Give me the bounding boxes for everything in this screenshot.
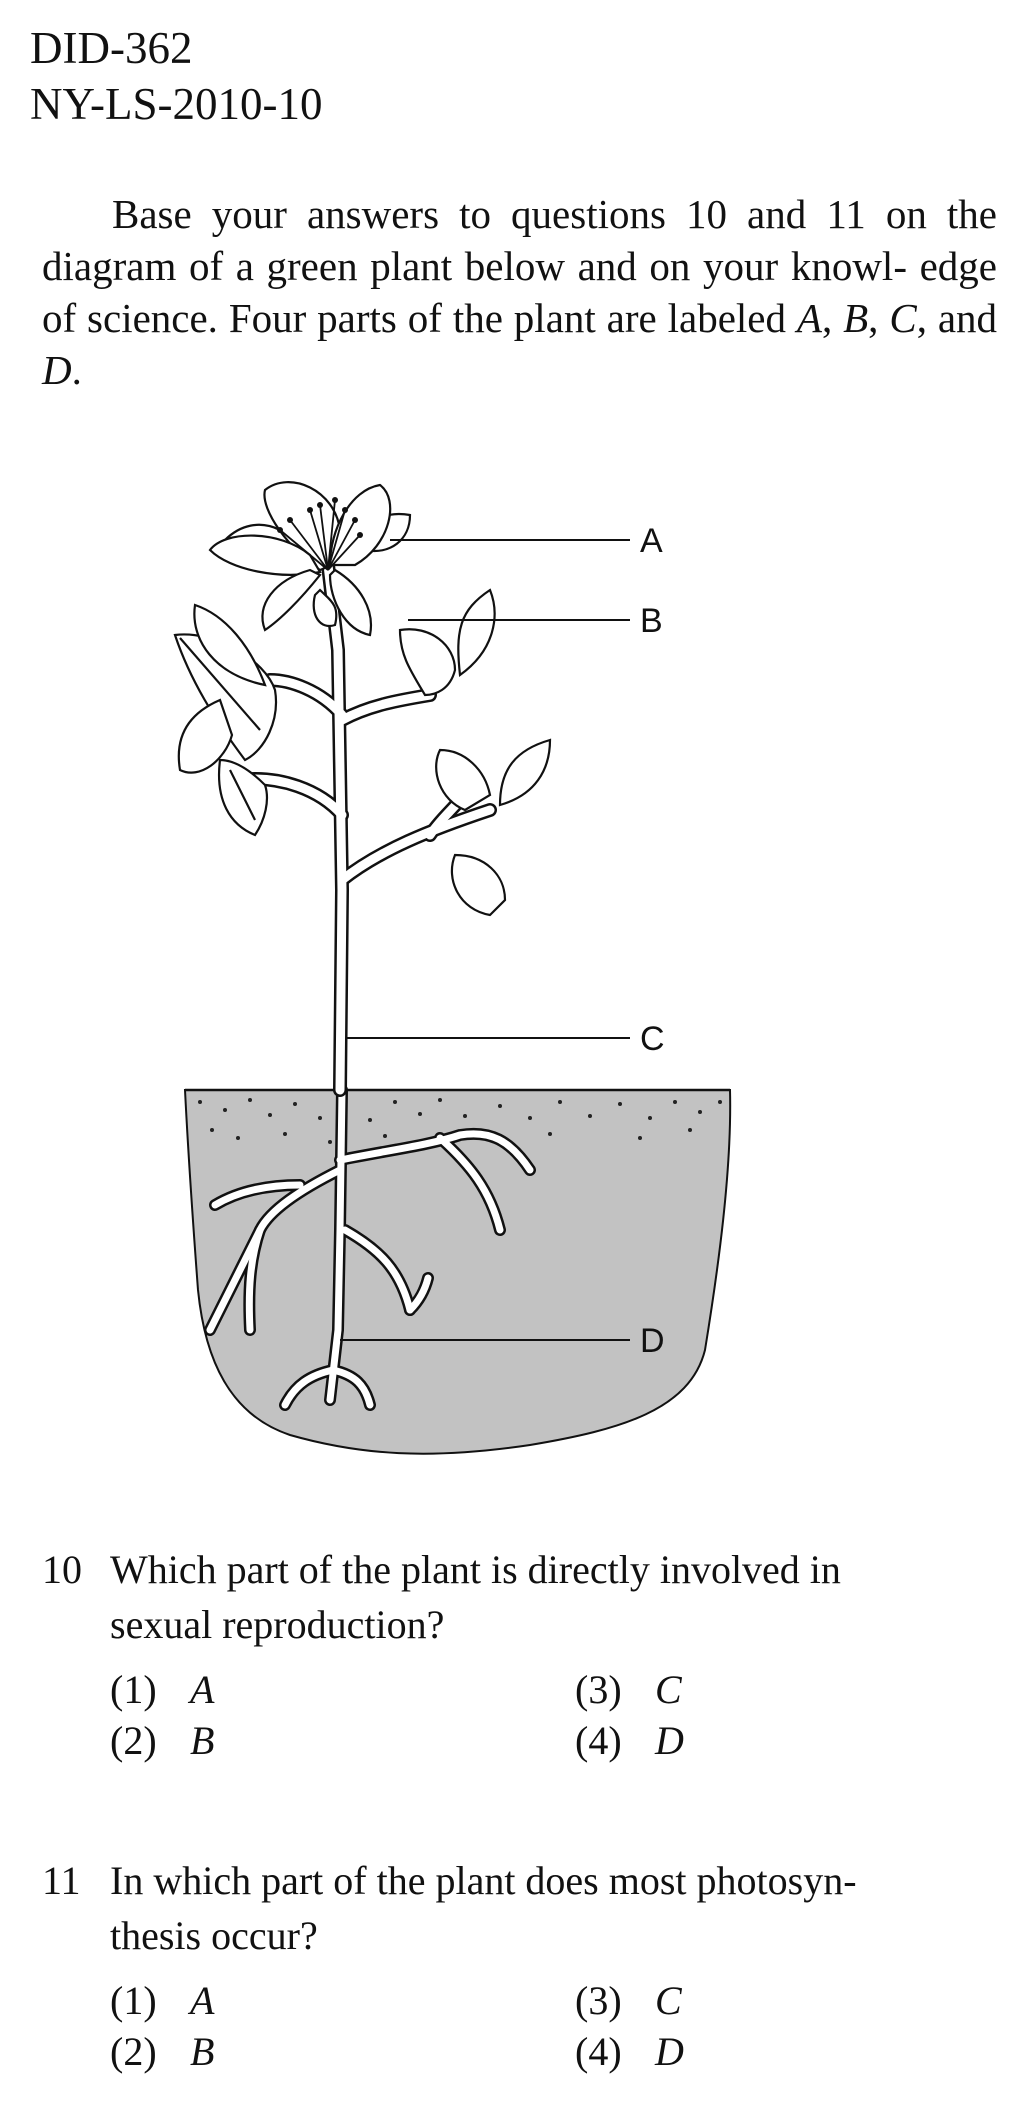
choice-label: (2) xyxy=(110,1718,157,1763)
label-b: B xyxy=(640,602,663,640)
stamen-tips xyxy=(277,497,363,538)
label-c: C xyxy=(640,1020,665,1058)
label-d: D xyxy=(640,1322,665,1360)
intro-and: and xyxy=(937,295,998,341)
intro-part-c: C xyxy=(889,295,917,341)
question-stem-line-2: thesis occur? xyxy=(110,1913,318,1958)
intro-line-2: diagram of a green plant below and on yo… xyxy=(42,243,907,289)
choice-3[interactable]: (3) C xyxy=(575,1975,682,2026)
question-stem-line-1: In which part of the plant does most pho… xyxy=(110,1858,857,1903)
question-10: 10 Which part of the plant is directly i… xyxy=(42,1542,1002,1652)
intro-part-a: A xyxy=(796,295,822,341)
exam-code: NY-LS-2010-10 xyxy=(30,79,323,129)
choice-value: D xyxy=(655,1718,684,1763)
leader-line-b xyxy=(405,536,630,617)
document-id: DID-362 xyxy=(30,23,193,73)
question-number: 11 xyxy=(42,1858,81,1903)
choice-label: (4) xyxy=(575,1718,622,1763)
stem-inner xyxy=(235,560,495,1095)
choice-1[interactable]: (1) A xyxy=(110,1975,214,2026)
intro-part-d: D xyxy=(42,347,72,393)
question-stem-line-2: sexual reproduction? xyxy=(110,1602,445,1647)
question-11: 11 In which part of the plant does most … xyxy=(42,1853,1002,1963)
intro-part-b: B xyxy=(843,295,869,341)
choice-value: B xyxy=(190,2029,215,2074)
choice-label: (1) xyxy=(110,1978,157,2023)
choice-4[interactable]: (4) D xyxy=(575,1715,684,1766)
flower xyxy=(208,481,392,637)
flower-stamens xyxy=(279,499,361,571)
root-system-inner xyxy=(206,1086,534,1409)
choice-4[interactable]: (4) D xyxy=(575,2026,684,2077)
choice-2[interactable]: (2) B xyxy=(110,1715,214,1766)
choice-label: (4) xyxy=(575,2029,622,2074)
choice-value: A xyxy=(190,1667,215,1712)
intro-paragraph: Base your answers to questions 10 and 11… xyxy=(42,191,998,393)
question-stem: Which part of the plant is directly invo… xyxy=(110,1542,1002,1652)
choice-value: D xyxy=(655,2029,684,2074)
question-stem: In which part of the plant does most pho… xyxy=(110,1853,1002,1963)
label-a: A xyxy=(640,522,663,560)
choice-label: (2) xyxy=(110,2029,157,2074)
question-11-choices: (1) A (2) B (3) C (4) D xyxy=(110,1975,810,2077)
intro-line-3: edge of science. Four parts of the plant… xyxy=(42,243,997,341)
choice-label: (3) xyxy=(575,1667,622,1712)
question-10-choices: (1) A (2) B (3) C (4) D xyxy=(110,1664,810,1766)
choice-label: (3) xyxy=(575,1978,622,2023)
choice-value: B xyxy=(190,1718,215,1763)
soil-region xyxy=(183,1089,732,1455)
choice-value: C xyxy=(655,1978,682,2023)
plant-diagram: A B C D xyxy=(173,481,732,1455)
choice-label: (1) xyxy=(110,1667,157,1712)
choice-value: C xyxy=(655,1667,682,1712)
question-number: 10 xyxy=(42,1547,82,1592)
choice-value: A xyxy=(190,1978,215,2023)
choice-3[interactable]: (3) C xyxy=(575,1664,682,1715)
question-stem-line-1: Which part of the plant is directly invo… xyxy=(110,1547,841,1592)
choice-1[interactable]: (1) A xyxy=(110,1664,214,1715)
intro-line-1: Base your answers to questions 10 and 11… xyxy=(112,191,997,237)
choice-2[interactable]: (2) B xyxy=(110,2026,214,2077)
